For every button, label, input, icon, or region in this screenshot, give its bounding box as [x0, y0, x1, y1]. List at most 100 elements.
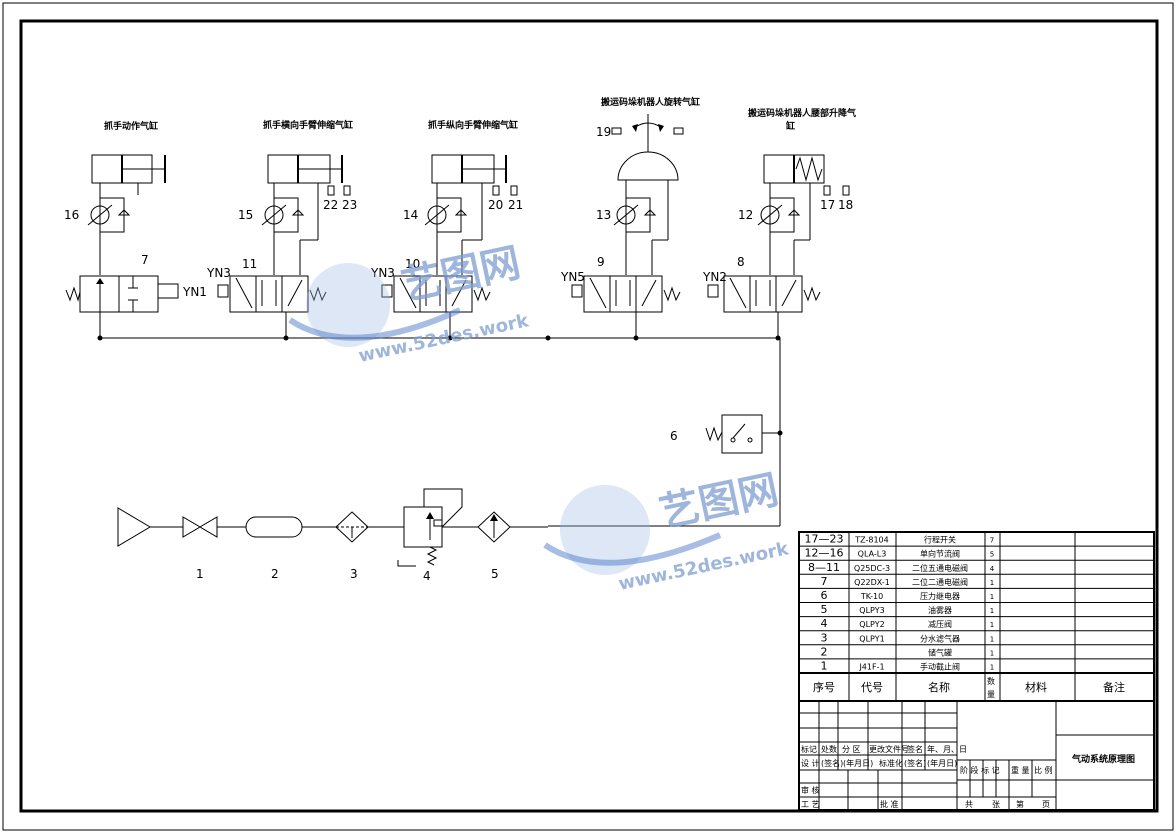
parts-table-cell-seq: 8—11 [808, 561, 840, 574]
title-block-stage-marks: 阶 段 标 记 [960, 765, 1000, 775]
valve-7-two-way-solenoid [65, 275, 179, 338]
parts-table-cell-code: QLA-L3 [858, 550, 887, 559]
parts-table-cell-code: QLPY1 [859, 634, 884, 643]
drawing-title: 气动系统原理图 [1071, 753, 1135, 765]
parts-table-cell-code: QLPY2 [859, 620, 884, 629]
title-block-scale: 比 例 [1034, 765, 1053, 775]
header-material: 材料 [1025, 680, 1047, 694]
cylinder-title-horizontal-arm: 抓手横向手臂伸缩气缸 [263, 119, 353, 131]
cylinder-title-vertical-arm: 抓手纵向手臂伸缩气缸 [428, 119, 518, 131]
svg-text:张: 张 [992, 800, 1000, 809]
title-block [798, 700, 1155, 811]
air-source-chain [117, 488, 548, 567]
valve-10-five-way-solenoid [381, 275, 491, 338]
throttle-valve-16 [87, 197, 131, 233]
label-17: 17 [820, 198, 835, 212]
parts-table-cell-seq: 12—16 [805, 547, 844, 560]
parts-table-cell-qty: 1 [990, 664, 994, 672]
cylinder-title-waist-lift-2: 缸 [785, 120, 795, 132]
inner-frame [19, 19, 1159, 813]
parts-table-cell-qty: 1 [990, 621, 994, 629]
label-11: 11 [242, 257, 257, 271]
throttle-valve-13 [613, 197, 657, 233]
parts-table-cell-name: 手动截止阀 [920, 662, 960, 672]
title-block-sheets: 共 张 第 页 [965, 799, 1050, 809]
parts-table-cell-seq: 4 [821, 617, 828, 630]
svg-text:共: 共 [965, 800, 973, 809]
svg-text:(年月日): (年月日) [843, 758, 873, 768]
svg-text:分 区: 分 区 [842, 745, 861, 754]
cylinder-horizontal-arm [267, 154, 343, 275]
label-9: 9 [597, 255, 605, 269]
label-2: 2 [271, 567, 279, 581]
title-block-audit: 审 核 [801, 785, 820, 795]
parts-table-cell-seq: 3 [821, 631, 828, 644]
parts-table-cell-name: 二位五通电磁阀 [912, 563, 968, 573]
pressure-switch-6 [705, 414, 780, 454]
parts-table-cell-qty: 1 [990, 579, 994, 587]
svg-text:标准化: 标准化 [879, 758, 903, 768]
label-12: 12 [738, 208, 753, 222]
parts-table-cell-seq: 6 [821, 589, 828, 602]
supply-manifold-line [97, 335, 783, 527]
parts-table-cell-qty: 1 [990, 607, 994, 615]
label-5: 5 [491, 567, 499, 581]
label-21: 21 [508, 198, 523, 212]
label-4: 4 [423, 569, 431, 583]
label-15: 15 [238, 208, 253, 222]
label-8: 8 [737, 255, 745, 269]
parts-table-cell-name: 分水滤气器 [920, 633, 960, 643]
parts-table-cell-name: 油雾器 [928, 605, 952, 615]
svg-text:设 计: 设 计 [801, 758, 820, 768]
parts-table-cell-code: Q25DC-3 [854, 564, 890, 573]
parts-table-cell-qty: 7 [990, 537, 994, 545]
svg-text:页: 页 [1042, 800, 1050, 809]
valve-11-five-way-solenoid [217, 275, 327, 338]
label-yn5: YN5 [560, 270, 585, 284]
parts-table-cell-qty: 1 [990, 635, 994, 643]
label-20: 20 [488, 198, 503, 212]
parts-table-cell-qty: 1 [990, 649, 994, 657]
header-qty-a: 数 [987, 676, 995, 686]
parts-table-cell-seq: 7 [821, 575, 828, 588]
title-block-weight: 重 量 [1011, 765, 1030, 775]
parts-table-cell-seq: 17—23 [805, 533, 844, 546]
parts-table-cell-code: J41F-1 [858, 663, 884, 672]
limit-switch-icons-17-18 [823, 185, 850, 196]
label-6: 6 [670, 429, 678, 443]
label-10: 10 [405, 257, 420, 271]
title-block-row-b: 设 计 (签名) (年月日) 标准化 (签名) (年月日) [801, 758, 957, 768]
parts-table-cell-name: 二位二通电磁阀 [912, 577, 968, 587]
parts-table-cell-name: 减压阀 [928, 619, 952, 629]
parts-table-cell-code: TK-10 [860, 592, 883, 601]
parts-table-cell-code: QLPY3 [859, 606, 884, 615]
watermark-2: 艺图网 www.52des.work [543, 467, 791, 595]
label-18: 18 [838, 198, 853, 212]
title-block-row-a: 标记 处数 分 区 更改文件号 签名 年、月、日 [801, 744, 967, 754]
label-yn2: YN2 [702, 270, 727, 284]
svg-text:第: 第 [1016, 799, 1024, 809]
rotary-actuator [617, 114, 679, 275]
throttle-valve-12 [757, 197, 801, 233]
label-7: 7 [141, 253, 149, 267]
parts-table-cell-qty: 1 [990, 593, 994, 601]
svg-text:年、月、日: 年、月、日 [927, 744, 967, 754]
label-yn1: YN1 [182, 285, 207, 299]
label-yn3-b: YN3 [370, 266, 395, 280]
throttle-valve-14 [424, 197, 468, 233]
label-3: 3 [350, 567, 358, 581]
title-block-approve: 批 准 [880, 799, 899, 809]
label-13: 13 [596, 208, 611, 222]
limit-switch-icons-20-21 [492, 185, 518, 196]
parts-table-cell-seq: 2 [821, 645, 828, 658]
parts-table-cell-name: 储气罐 [928, 647, 952, 657]
title-block-craft: 工 艺 [801, 800, 820, 809]
label-16: 16 [64, 208, 79, 222]
parts-table-cell-name: 单向节流阀 [920, 549, 960, 559]
throttle-valve-15 [261, 197, 305, 233]
parts-table-cell-code: TZ-8104 [854, 536, 888, 545]
label-yn3-a: YN3 [206, 266, 231, 280]
cylinder-gripper [91, 154, 166, 275]
